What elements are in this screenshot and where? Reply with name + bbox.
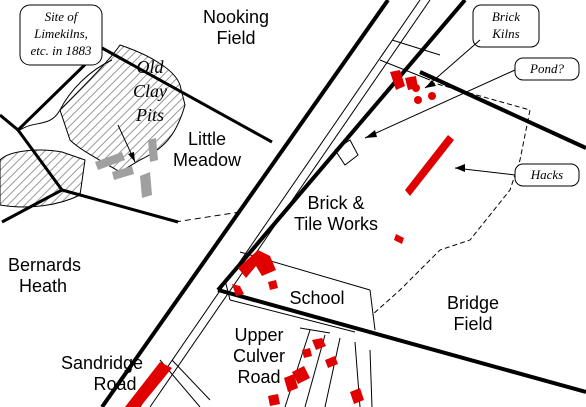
brick-works-road — [379, 39, 586, 150]
label-upper-culver-road-line2: Culver — [232, 346, 285, 366]
label-little-meadow-line1: Little — [187, 129, 227, 149]
callout-limekilns — [19, 4, 103, 66]
field-boundary-thin — [174, 211, 241, 223]
field-boundaries — [0, 46, 273, 224]
callout-old-clay-pits-line3: Pits — [135, 105, 164, 125]
label-nooking-field: Nooking Field — [196, 7, 276, 49]
label-brick-tile-works-line2: Tile Works — [293, 214, 378, 234]
label-bridge-field-line1: Bridge — [446, 293, 500, 313]
label-sandridge-road-line1: Sandridge — [60, 353, 144, 373]
label-little-meadow: Little Meadow — [164, 129, 250, 171]
label-bernards-heath-line2: Heath — [18, 276, 68, 296]
clay-pits-area-outline — [19, 59, 113, 131]
callout-brick-kilns — [424, 4, 540, 89]
label-nooking-field-line1: Nooking — [202, 7, 270, 27]
buildings — [125, 70, 454, 407]
label-bridge-field-line2: Field — [453, 314, 493, 334]
label-bridge-field: Bridge Field — [440, 293, 506, 335]
label-brick-tile-works: Brick & Tile Works — [286, 193, 386, 235]
callout-old-clay-pits-line2: Clay — [133, 81, 167, 101]
label-school: School — [289, 288, 345, 308]
main-road — [100, 0, 467, 407]
label-upper-culver-road-line1: Upper — [234, 325, 284, 345]
callout-pond — [364, 57, 580, 139]
callout-brick-kilns-line2: Kilns — [492, 26, 520, 41]
callout-limekilns-line1: Site of — [44, 9, 78, 24]
callout-old-clay-pits-arrow — [117, 124, 136, 163]
callout-brick-kilns-line1: Brick — [491, 9, 521, 24]
callout-brick-kilns-text: Brick Kilns — [473, 8, 539, 42]
label-upper-culver-road-line3: Road — [237, 367, 281, 387]
label-bernards-heath-line1: Bernards — [8, 255, 82, 275]
callout-old-clay-pits-line1: Old — [136, 57, 164, 77]
label-bernards-heath: Bernards Heath — [8, 255, 98, 297]
callout-hacks-text: Hacks — [530, 167, 564, 182]
callout-pond-text: Pond? — [530, 61, 564, 76]
callout-old-clay-pits-text: Old Clay Pits — [125, 55, 175, 127]
callout-limekilns-text: Site of Limekilns, etc. in 1883 — [20, 8, 102, 59]
callout-hacks — [454, 163, 580, 187]
label-upper-culver-road: Upper Culver Road — [226, 325, 292, 388]
limekiln-area-hatch — [0, 149, 86, 208]
callout-limekilns-line3: etc. in 1883 — [30, 43, 92, 58]
callout-limekilns-line2: Limekilns, — [34, 26, 88, 41]
label-little-meadow-line2: Meadow — [172, 150, 242, 170]
label-sandridge-road: Sandridge Road — [52, 353, 152, 395]
label-nooking-field-line2: Field — [216, 28, 256, 48]
brick-works-boundary — [334, 81, 531, 316]
label-sandridge-road-line2: Road — [93, 374, 137, 394]
old-clay-pit-marks — [95, 138, 158, 198]
label-brick-tile-works-line1: Brick & — [307, 193, 365, 213]
